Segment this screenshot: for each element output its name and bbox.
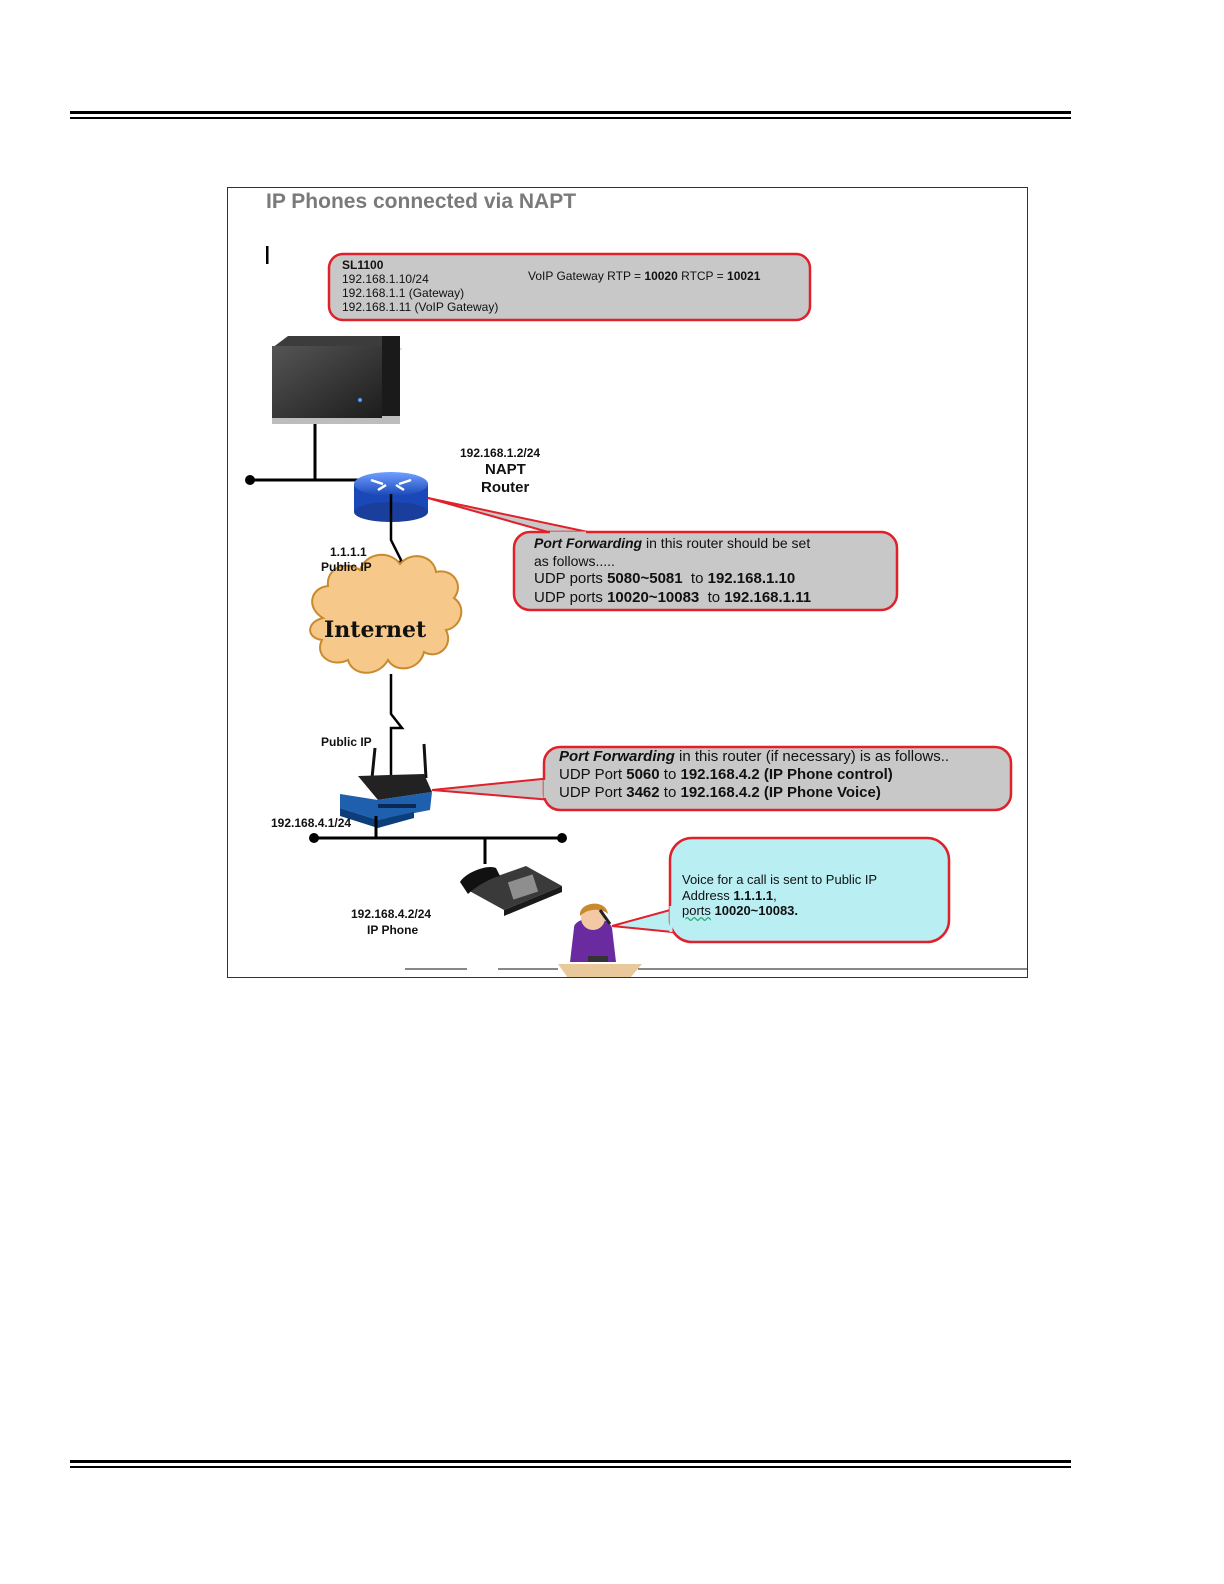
voice-callout: Voice for a call is sent to Public IP Ad…: [682, 872, 877, 919]
sl1100-ip: 192.168.1.10/24: [342, 272, 429, 286]
ip-phone-label: IP Phone: [367, 923, 419, 937]
port-forward-2-to-b: to: [659, 784, 681, 801]
port-forward-2-udp-label-b: UDP Port: [559, 784, 627, 801]
diagram-frame: IP Phones connected via NAPT SL1100 192.…: [227, 187, 1028, 978]
port-forward-2-title: Port Forwarding: [559, 748, 675, 765]
voice-address-ip: 1.1.1.1: [733, 887, 774, 903]
port-forward-1-ip-a: 192.168.1.10: [707, 570, 796, 587]
lan-bus-bottom: [309, 816, 567, 864]
voice-address-suffix: ,: [773, 887, 777, 903]
remote-router-ip: 192.168.4.1/24: [271, 816, 352, 830]
voice-ports-label: ports: [682, 903, 711, 919]
public-ip-label-bottom: Public IP: [321, 735, 372, 749]
port-forward-2-port-a: 5060: [626, 766, 660, 783]
rtcp-label: RTCP =: [677, 269, 728, 283]
port-forward-2-ip-b: 192.168.4.2 (IP Phone Voice): [680, 784, 881, 801]
sl1100-info: SL1100 192.168.1.10/24 192.168.1.1 (Gate…: [342, 258, 498, 314]
header-rule-thick: [70, 111, 1071, 114]
port-forward-callout-2: Port Forwarding in this router (if neces…: [559, 748, 949, 802]
port-forward-1-line1: in this router should be set: [642, 535, 811, 551]
napt-router-ip: 192.168.1.2/24: [460, 446, 541, 460]
sl1100-system-icon: [272, 336, 402, 424]
port-forward-1-ip-b: 192.168.1.11: [724, 588, 812, 606]
port-forward-1-title: Port Forwarding: [534, 535, 643, 551]
port-forward-1-udp-label-a: UDP ports: [534, 570, 608, 587]
port-forward-1-ports-b: 10020~10083: [607, 588, 700, 606]
person-on-phone-icon: [558, 903, 642, 977]
internet-label: Internet: [324, 617, 427, 643]
internet-cloud-icon: [309, 554, 463, 674]
wireless-router-icon: [340, 743, 432, 828]
footer-rule-thick: [70, 1460, 1071, 1463]
ip-phone-ip: 192.168.4.2/24: [351, 907, 432, 921]
rtp-value: 10020: [644, 269, 678, 283]
port-forward-1-line2: as follows.....: [534, 552, 615, 569]
port-forward-2-to-a: to: [659, 766, 681, 783]
port-forward-1-to-b: to: [699, 588, 725, 606]
voice-ports-value: 10020~10083.: [710, 903, 799, 919]
wan-link-bottom: [389, 674, 405, 778]
voice-callout-shape: [611, 836, 951, 944]
footer-rule-thin: [70, 1466, 1071, 1468]
port-forward-2-udp-label-a: UDP Port: [559, 766, 627, 783]
public-ip-address-top: 1.1.1.1: [330, 545, 367, 559]
diagram-title: IP Phones connected via NAPT: [266, 190, 577, 213]
port-forward-1-ports-a: 5080~5081: [607, 570, 683, 587]
sl1100-voip-gateway: 192.168.1.11 (VoIP Gateway): [342, 300, 499, 314]
port-forward-callout-1-shape: [427, 497, 899, 612]
text-cursor-mark: [266, 246, 269, 264]
rtcp-value: 10021: [727, 269, 761, 283]
rtp-label: VoIP Gateway RTP =: [528, 269, 645, 283]
port-forward-1-to-a: to: [682, 570, 708, 587]
port-forward-2-line1: in this router (if necessary) is as foll…: [674, 748, 950, 765]
diagram-canvas: [245, 246, 1027, 977]
public-ip-label-top: Public IP: [321, 560, 372, 574]
port-forward-callout-1: Port Forwarding in this router should be…: [534, 535, 811, 608]
port-forward-2-ip-a: 192.168.4.2 (IP Phone control): [680, 766, 893, 783]
voice-address-label: Address: [682, 887, 734, 903]
napt-router-label-router: Router: [481, 479, 530, 496]
sl1100-callout-shape: [327, 252, 812, 322]
voice-line1: Voice for a call is sent to Public IP: [682, 872, 878, 887]
port-forward-1-udp-label-b: UDP ports: [534, 588, 608, 606]
ip-phone-icon: [460, 866, 562, 916]
sl1100-name: SL1100: [342, 258, 384, 272]
sl1100-rtp-info: VoIP Gateway RTP = 10020 RTCP = 10021: [528, 269, 761, 284]
sl1100-gateway: 192.168.1.1 (Gateway): [342, 286, 465, 300]
port-forward-2-port-b: 3462: [626, 784, 660, 801]
port-forward-callout-2-shape: [431, 745, 1013, 812]
napt-router-label-napt: NAPT: [485, 461, 526, 478]
header-rule-thin: [70, 117, 1071, 119]
